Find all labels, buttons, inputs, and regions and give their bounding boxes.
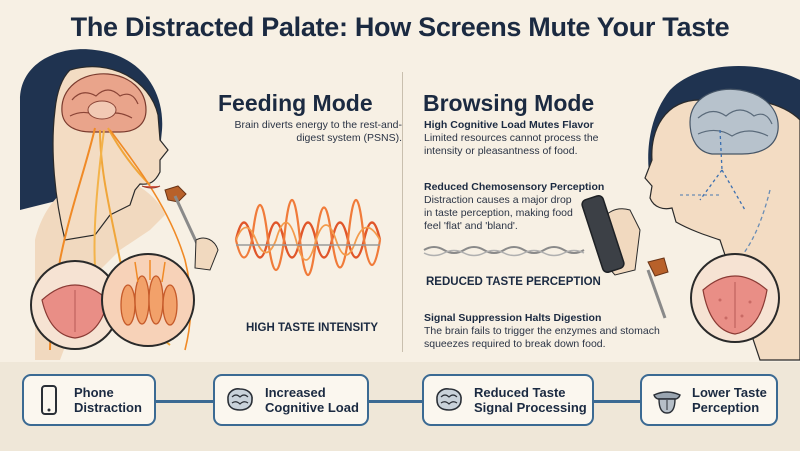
feeding-mode-caption: HIGH TASTE INTENSITY	[246, 322, 379, 334]
brain-icon	[227, 388, 253, 411]
flow-step-signal-processing: Reduced Taste Signal Processing	[422, 374, 594, 426]
process-flow-connector	[60, 400, 750, 403]
flow-step-label: Phone Distraction	[74, 385, 142, 415]
page-title: The Distracted Palate: How Screens Mute …	[70, 12, 730, 42]
high-taste-wave	[234, 199, 382, 277]
browsing-point-title: High Cognitive Load Mutes Flavor	[424, 119, 594, 131]
feeding-mode-description: Brain diverts energy to the rest-and-dig…	[234, 119, 403, 144]
flow-step-lower-perception: Lower Taste Perception	[640, 374, 778, 426]
center-divider	[402, 72, 403, 352]
flow-step-cognitive-load: Increased Cognitive Load	[213, 374, 369, 426]
flow-step-phone-distraction: Phone Distraction	[22, 374, 156, 426]
phone-icon	[41, 385, 57, 415]
flow-step-label: Lower Taste Perception	[692, 385, 767, 415]
flow-step-label: Increased Cognitive Load	[265, 385, 359, 415]
feeding-mode-heading: Feeding Mode	[218, 90, 373, 116]
reduced-taste-wave	[423, 246, 585, 257]
browsing-point-text: Distraction causes a major drop in taste…	[424, 194, 573, 232]
browsing-point-text: The brain fails to trigger the enzymes a…	[424, 325, 660, 350]
browsing-point-title: Signal Suppression Halts Digestion	[424, 312, 602, 324]
browsing-mode-heading: Browsing Mode	[423, 90, 595, 116]
tongue-icon	[653, 391, 681, 414]
browsing-point-title: Reduced Chemosensory Perception	[424, 181, 605, 193]
browsing-point-text: Limited resources cannot process the int…	[424, 132, 599, 157]
browsing-mode-caption: REDUCED TASTE PERCEPTION	[426, 276, 601, 288]
browsing-person-illustration	[581, 66, 800, 361]
brain-icon	[436, 388, 462, 411]
flow-step-label: Reduced Taste Signal Processing	[474, 385, 587, 415]
feeding-person-illustration	[20, 49, 219, 360]
